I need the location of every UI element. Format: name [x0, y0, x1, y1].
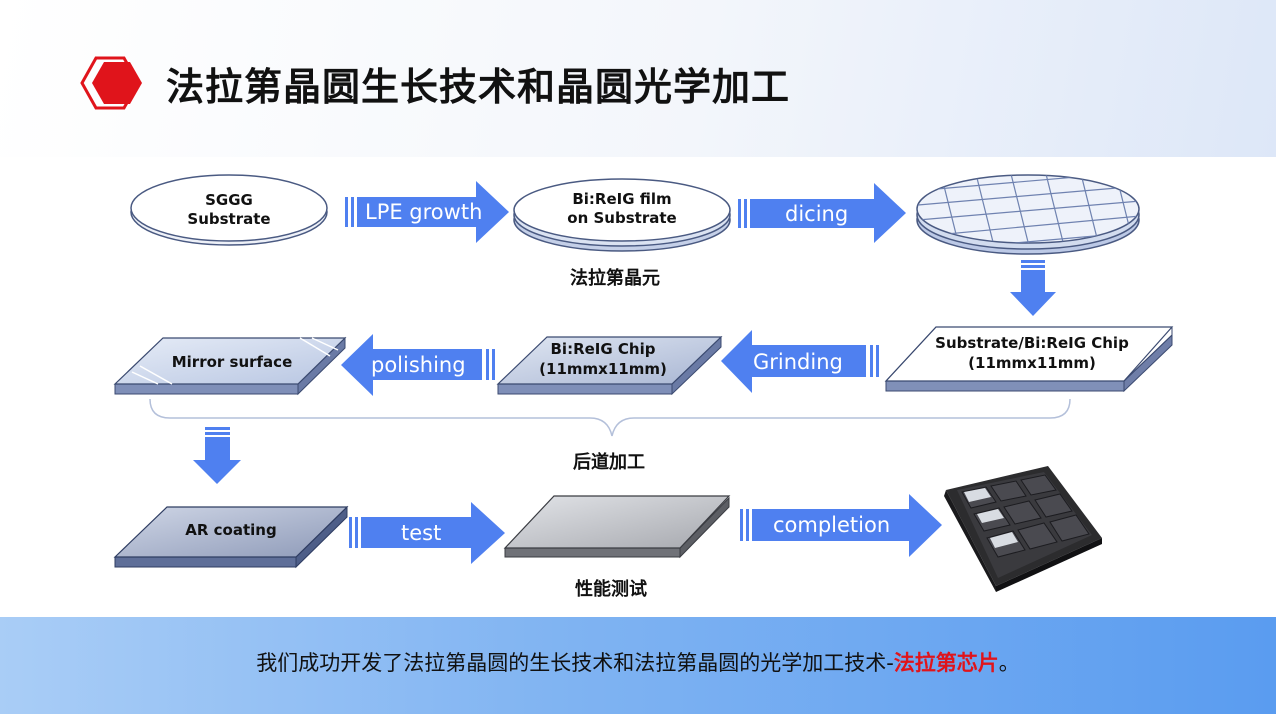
bireig-film-wafer: Bi:ReIG film on Substrate: [513, 178, 731, 252]
caption-post-processing: 后道加工: [573, 451, 645, 473]
ar-coating-plate: AR coating: [113, 505, 349, 569]
footer-text-main: 我们成功开发了法拉第晶圆的生长技术和法拉第晶圆的光学加工技术-: [256, 651, 894, 675]
dicing-label: dicing: [785, 202, 848, 226]
caption-faraday-wafer: 法拉第晶元: [570, 267, 660, 289]
substrate-chip-line1: Substrate/Bi:ReIG Chip: [935, 334, 1129, 352]
finished-chip-tray: [944, 466, 1102, 592]
bireig-chip-plate: Bi:ReIG Chip (11mmx11mm): [496, 335, 723, 396]
caption-performance-test: 性能测试: [575, 578, 647, 600]
bireig-film-line2: on Substrate: [567, 209, 676, 227]
bireig-chip-line1: Bi:ReIG Chip: [551, 340, 656, 358]
test-plate: [503, 495, 731, 559]
down-arrow-to-ar: [193, 427, 241, 484]
grinding-label: Grinding: [753, 350, 843, 374]
completion-arrow: completion: [740, 494, 942, 557]
sggg-label-line1: SGGG: [205, 191, 253, 209]
hexagon-logo-icon: [80, 56, 142, 110]
sggg-label-line2: Substrate: [187, 210, 270, 228]
mirror-surface-plate: Mirror surface: [113, 336, 347, 396]
mirror-surface-label: Mirror surface: [172, 353, 293, 371]
dicing-arrow: dicing: [738, 183, 906, 243]
footer-text-end: 。: [998, 651, 1020, 675]
down-arrow-to-chip: [1010, 260, 1056, 316]
page-title: 法拉第晶圆生长技术和晶圆光学加工: [166, 65, 791, 109]
diced-wafer: [916, 174, 1140, 255]
lpe-growth-arrow: LPE growth: [345, 181, 509, 243]
completion-label: completion: [773, 513, 890, 537]
footer-highlight: 法拉第芯片: [893, 651, 999, 675]
polishing-arrow: polishing: [341, 334, 495, 396]
process-flow-diagram: SGGG Substrate LPE growth Bi:ReIG film o…: [113, 174, 1174, 600]
substrate-chip-plate: Substrate/Bi:ReIG Chip (11mmx11mm): [884, 326, 1174, 393]
substrate-chip-line2: (11mmx11mm): [968, 354, 1096, 372]
ar-coating-label: AR coating: [185, 521, 276, 539]
post-processing-brace: [149, 398, 1071, 437]
test-arrow: test: [349, 502, 505, 564]
grinding-arrow: Grinding: [721, 330, 879, 393]
bireig-chip-line2: (11mmx11mm): [539, 360, 667, 378]
lpe-growth-label: LPE growth: [365, 200, 482, 224]
test-label: test: [401, 521, 441, 545]
header-band: [0, 0, 1276, 157]
polishing-label: polishing: [371, 353, 466, 377]
footer-statement: 我们成功开发了法拉第晶圆的生长技术和法拉第晶圆的光学加工技术-法拉第芯片。: [0, 647, 1276, 677]
bireig-film-line1: Bi:ReIG film: [572, 190, 671, 208]
sggg-substrate-wafer: SGGG Substrate: [130, 174, 328, 246]
footer-banner: 我们成功开发了法拉第晶圆的生长技术和法拉第晶圆的光学加工技术-法拉第芯片。: [0, 617, 1276, 714]
